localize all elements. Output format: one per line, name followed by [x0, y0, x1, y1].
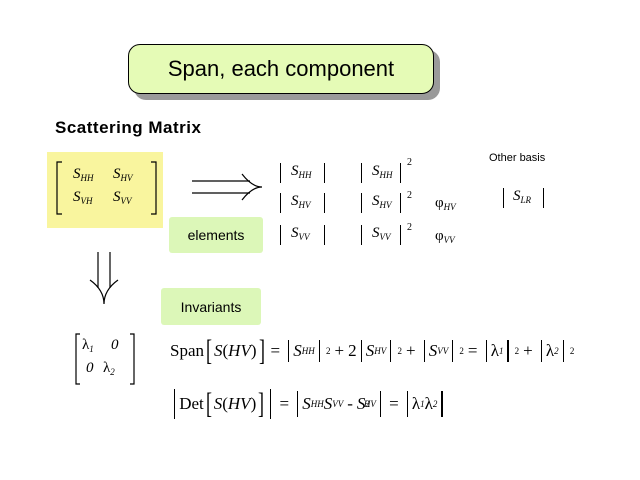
- element-shv-power: SHV: [372, 193, 392, 210]
- matrix-brackets: [56, 161, 157, 215]
- other-basis-label: Other basis: [489, 152, 546, 164]
- element-shv-magnitude: SHV: [291, 193, 311, 210]
- eigen-zero-a: 0: [111, 337, 119, 353]
- scattering-matrix-box: SHH SHV SVH SVV: [47, 152, 163, 228]
- phase-hv: φHV: [435, 195, 456, 212]
- exp-shh: 2: [407, 157, 412, 168]
- implies-down-arrow-icon: [89, 252, 119, 305]
- matrix-cell-svv: SVV: [113, 189, 132, 206]
- exp-svv: 2: [407, 222, 412, 233]
- matrix-cell-shv: SHV: [113, 166, 133, 183]
- element-svv-magnitude: SVV: [291, 225, 310, 242]
- implies-arrow-icon: [192, 173, 263, 201]
- elements-label: elements: [169, 217, 263, 253]
- matrix-cell-svh: SVH: [73, 189, 93, 206]
- eigen-lambda2: λ2: [103, 360, 115, 377]
- eigen-lambda1: λ1: [82, 337, 94, 354]
- phase-vv: φVV: [435, 228, 455, 245]
- section-heading: Scattering Matrix: [55, 118, 202, 137]
- element-shh-magnitude: SHH: [291, 163, 312, 180]
- eigen-zero-b: 0: [86, 360, 94, 376]
- element-shh-power: SHH: [372, 163, 393, 180]
- element-slr-magnitude: SLR: [513, 188, 532, 205]
- element-svv-power: SVV: [372, 225, 391, 242]
- exp-shv: 2: [407, 190, 412, 201]
- matrix-cell-shh: SHH: [73, 166, 94, 183]
- eigen-matrix-brackets: [75, 333, 135, 385]
- invariants-label: Invariants: [161, 288, 261, 325]
- slide-title: Span, each component: [128, 44, 434, 94]
